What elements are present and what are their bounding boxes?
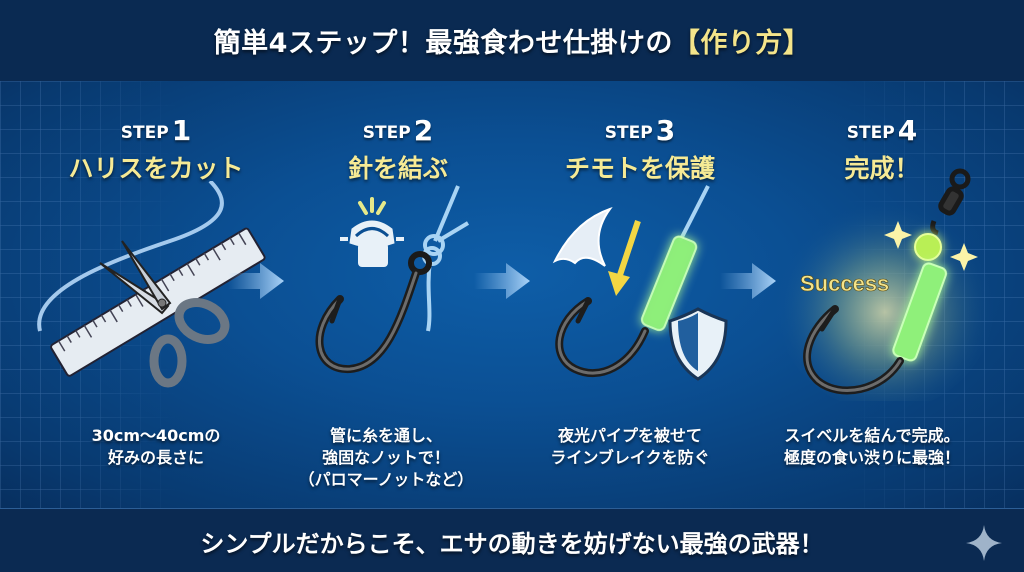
shield-icon (668, 307, 728, 381)
hook-icon (315, 251, 432, 374)
glow-pipe-icon (640, 235, 698, 332)
title-accent: 【作り方】 (672, 28, 811, 59)
swivel-icon (930, 168, 971, 236)
step-2-description: 管に糸を通し、強固なノットで！（パロマーノットなど） (298, 426, 474, 489)
step-4-description: スイベルを結んで完成。極度の食い渋りに最強！ (783, 426, 960, 467)
sparkle-icon (966, 525, 1002, 561)
arrow-right-icon (474, 263, 530, 299)
step-4-illustration: Success (775, 168, 995, 401)
shark-fin-icon (552, 207, 613, 267)
sparkle-icon (884, 221, 912, 249)
page-title: 簡単4ステップ！最強食わせ仕掛けの【作り方】 (214, 21, 811, 60)
title-main: 簡単4ステップ！最強食わせ仕掛けの (213, 28, 673, 59)
glow-bead-icon (914, 233, 942, 261)
hook-icon (803, 305, 904, 395)
step-1-illustration (37, 181, 266, 388)
arrow-right-icon (720, 263, 776, 299)
sparkle-icon (950, 243, 978, 271)
footer: シンプルだからこそ、エサの動きを妨げない最強の武器！ (0, 508, 1024, 572)
step-3-description: 夜光パイプを被せてラインブレイクを防ぐ (550, 426, 710, 467)
step-name: チモトを保護 (564, 154, 715, 183)
knot-hand-icon (340, 197, 404, 267)
step-name: ハリスをカット (68, 154, 244, 183)
arrow-right-icon (228, 263, 284, 299)
footer-tagline: シンプルだからこそ、エサの動きを妨げない最強の武器！ (200, 529, 824, 558)
header: 簡単4ステップ！最強食わせ仕掛けの【作り方】 (0, 0, 1024, 81)
glow-pipe-icon (892, 262, 948, 362)
step-1-description: 30cm〜40cmの好みの長さに (91, 426, 221, 467)
hook-icon (555, 297, 649, 378)
step-2-illustration (315, 185, 470, 374)
line-icon (37, 181, 224, 332)
success-badge: Success (800, 271, 889, 296)
scissors-icon (99, 240, 230, 388)
step-name: 針を結ぶ (347, 154, 448, 183)
step-3-illustration (552, 185, 728, 381)
step-name: 完成！ (844, 154, 920, 183)
arrow-down-left-icon (608, 220, 641, 296)
